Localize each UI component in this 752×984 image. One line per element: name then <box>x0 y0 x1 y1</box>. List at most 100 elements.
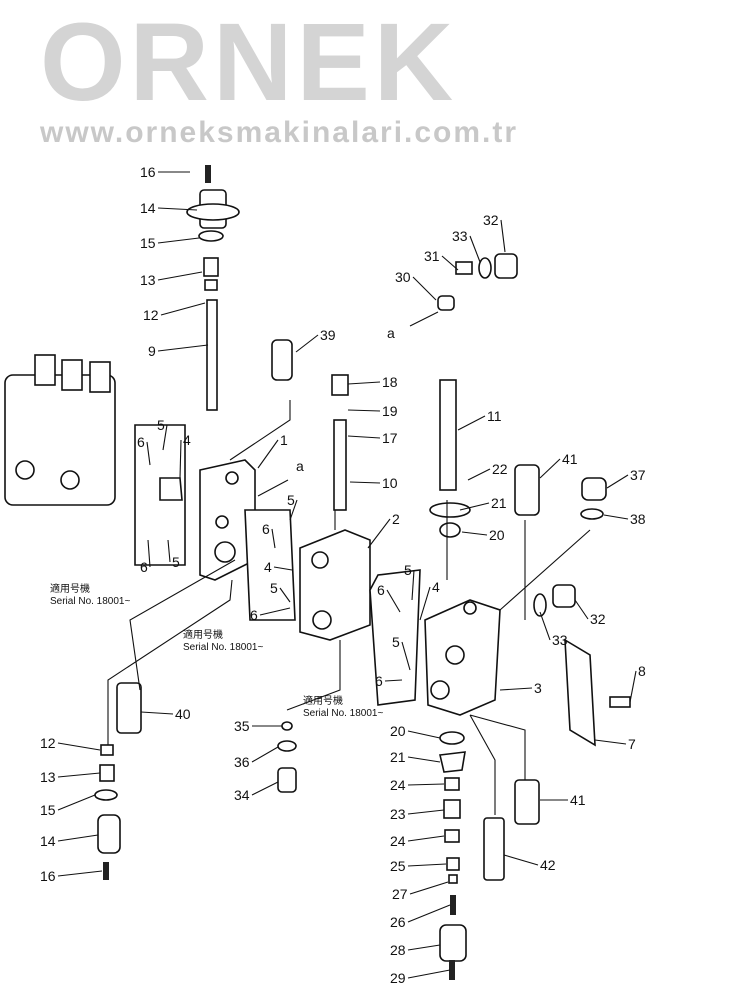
leader-line <box>57 742 101 751</box>
leader-line <box>441 255 459 271</box>
leader-line <box>401 641 411 671</box>
leader-line <box>407 944 441 951</box>
callout-41: 41 <box>539 451 578 479</box>
callout-31: 31 <box>424 248 459 271</box>
callout-1: 1 <box>257 432 288 469</box>
callout-number: 16 <box>40 868 56 884</box>
callout-6: 6 <box>140 539 151 575</box>
callout-number: 39 <box>320 327 336 343</box>
leader-line <box>271 528 276 549</box>
callout-32: 32 <box>574 599 606 627</box>
callout-16: 16 <box>40 868 103 884</box>
callout-14: 14 <box>40 833 99 849</box>
callout-number: 17 <box>382 430 398 446</box>
callout-number: a <box>296 458 304 474</box>
leader-line <box>289 499 298 521</box>
callout-14: 14 <box>140 200 198 216</box>
callout-number: 33 <box>452 228 468 244</box>
callout-number: 37 <box>630 467 646 483</box>
serial-note-1-jp: 適用号機 <box>50 582 90 595</box>
callout-25: 25 <box>390 858 447 874</box>
callout-number: 42 <box>540 857 556 873</box>
callout-28: 28 <box>390 942 441 958</box>
leader-line <box>57 794 96 811</box>
callout-6: 6 <box>137 434 151 466</box>
leader-line <box>499 687 533 691</box>
callout-21: 21 <box>459 495 507 511</box>
callout-labels: 161415131293930313332a181917101122212041… <box>40 164 646 984</box>
leader-line <box>419 586 431 621</box>
callout-35: 35 <box>234 718 282 734</box>
leader-line <box>295 334 319 353</box>
serial-note-2: Serial No. 18001~ <box>183 642 263 653</box>
callout-number: 5 <box>270 580 278 596</box>
callout-number: 6 <box>375 673 383 689</box>
callout-number: 5 <box>392 634 400 650</box>
callout-number: 6 <box>250 607 258 623</box>
callout-33: 33 <box>539 611 568 648</box>
leader-line <box>469 235 481 263</box>
watermark-url: www.orneksmakinalari.com.tr <box>39 116 518 149</box>
leader-line <box>461 531 488 536</box>
callout-7: 7 <box>594 736 636 752</box>
callout-number: 29 <box>390 970 406 984</box>
callout-number: 18 <box>382 374 398 390</box>
leader-line <box>157 271 203 281</box>
callout-number: 11 <box>487 408 502 424</box>
callout-number: 13 <box>40 769 56 785</box>
callout-number: 35 <box>234 718 250 734</box>
callout-number: 32 <box>590 611 606 627</box>
callout-5: 5 <box>270 580 291 603</box>
leader-line <box>407 783 445 786</box>
leader-line <box>503 854 539 866</box>
callout-number: 40 <box>175 706 191 722</box>
leader-line <box>459 502 490 511</box>
callout-number: 12 <box>143 307 159 323</box>
leader-line <box>629 670 637 703</box>
leader-line <box>57 772 101 778</box>
callout-37: 37 <box>606 467 646 489</box>
callout-number: 6 <box>377 582 385 598</box>
callout-number: 41 <box>570 792 586 808</box>
leader-line <box>384 679 403 682</box>
valve-assembly-illustration <box>4 354 116 506</box>
callout-number: 25 <box>390 858 406 874</box>
callout-30: 30 <box>395 269 437 301</box>
leader-line <box>146 441 151 466</box>
callout-number: 5 <box>172 554 180 570</box>
callout-17: 17 <box>347 430 398 446</box>
callout-4: 4 <box>179 432 191 479</box>
callout-number: 13 <box>140 272 156 288</box>
leader-line <box>407 730 441 739</box>
callout-number: 1 <box>280 432 288 448</box>
callout-23: 23 <box>390 806 445 822</box>
callout-12: 12 <box>40 735 101 751</box>
callout-number: 4 <box>432 579 440 595</box>
leader-line <box>407 756 441 763</box>
callout-number: 34 <box>234 787 250 803</box>
callout-number: 7 <box>628 736 636 752</box>
callout-5: 5 <box>167 539 180 570</box>
leader-line <box>603 514 629 520</box>
leader-line <box>500 219 506 253</box>
callout-number: 38 <box>630 511 646 527</box>
serial-note-1: Serial No. 18001~ <box>50 596 130 607</box>
leader-line <box>606 474 629 489</box>
callout-number: a <box>387 325 395 341</box>
callout-number: 12 <box>40 735 56 751</box>
callout-20: 20 <box>461 527 505 543</box>
callout-39: 39 <box>295 327 336 353</box>
leader-line <box>594 739 627 745</box>
callout-number: 6 <box>137 434 145 450</box>
callout-number: 21 <box>491 495 507 511</box>
callout-number: 15 <box>40 802 56 818</box>
callout-33: 33 <box>452 228 481 263</box>
callout-number: 6 <box>262 521 270 537</box>
callout-number: 22 <box>492 461 508 477</box>
callout-9: 9 <box>148 343 209 359</box>
callout-number: 19 <box>382 403 398 419</box>
leader-line <box>457 415 486 431</box>
callout-number: 32 <box>483 212 499 228</box>
leader-line <box>257 439 279 469</box>
callout-15: 15 <box>40 794 96 818</box>
